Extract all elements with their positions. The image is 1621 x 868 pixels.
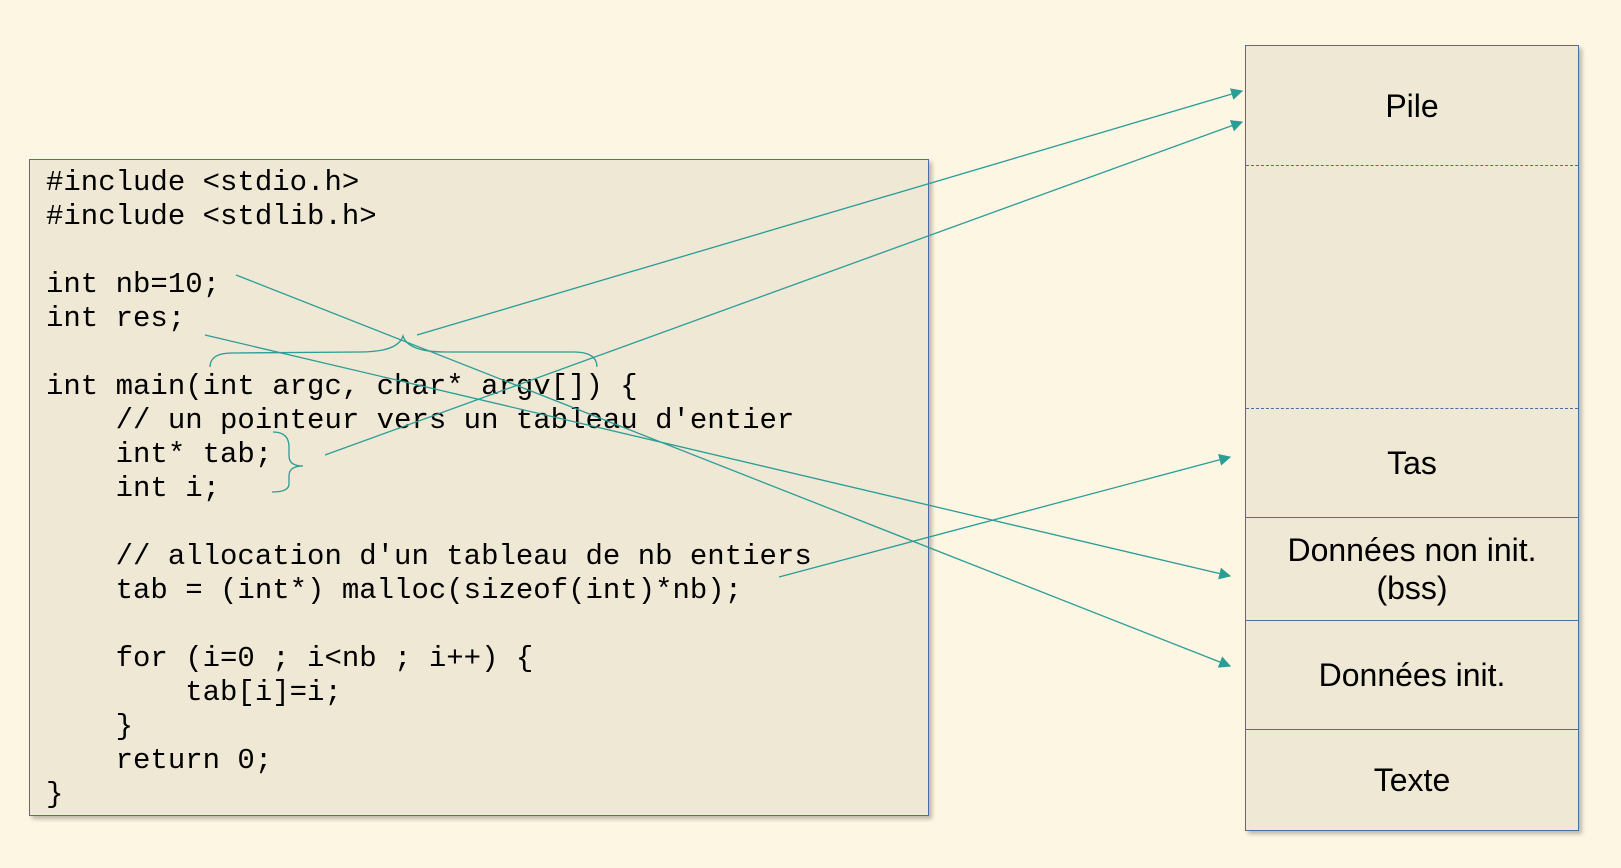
segment-sublabel-bss: (bss) [1376,570,1448,606]
code-line: tab = (int*) malloc(sizeof(int)*nb); [46,574,743,607]
code-line: } [46,778,64,811]
segment-bss: Données non init. (bss) [1246,518,1578,621]
code-line: int main(int argc, char* argv[]) { [46,370,638,403]
code-line [46,336,812,370]
code-line: // un pointeur vers un tableau d'entier [46,404,795,437]
memory-layout: Pile Tas Données non init. (bss) Données… [1245,45,1579,831]
code-line: int res; [46,302,186,335]
segment-bss-text: Données non init. (bss) [1287,531,1536,607]
code-line: #include <stdlib.h> [46,200,377,233]
code-line: return 0; [46,744,273,777]
segment-free-space [1246,166,1578,409]
code-lines: #include <stdio.h> #include <stdlib.h> i… [46,166,812,812]
code-line: for (i=0 ; i<nb ; i++) { [46,642,534,675]
segment-label-pile: Pile [1385,87,1439,124]
code-line [46,506,812,540]
segment-label-bss: Données non init. [1287,532,1537,568]
code-line [46,234,812,268]
code-line: // allocation d'un tableau de nb entiers [46,540,812,573]
segment-label-texte: Texte [1373,762,1451,798]
code-line: #include <stdio.h> [46,166,360,199]
segment-donnees-init: Données init. [1246,621,1578,730]
code-line: int* tab; [46,438,273,471]
segment-label-donnees-init: Données init. [1318,657,1506,693]
code-line: } [46,710,134,743]
code-panel: #include <stdio.h> #include <stdlib.h> i… [29,159,929,816]
code-line: int nb=10; [46,268,221,301]
code-line: tab[i]=i; [46,676,342,709]
code-line [46,608,812,642]
segment-label-tas: Tas [1387,445,1437,481]
code-line: int i; [46,472,221,505]
segment-texte: Texte [1246,730,1578,830]
segment-tas: Tas [1246,409,1578,518]
segment-pile: Pile [1246,46,1578,166]
